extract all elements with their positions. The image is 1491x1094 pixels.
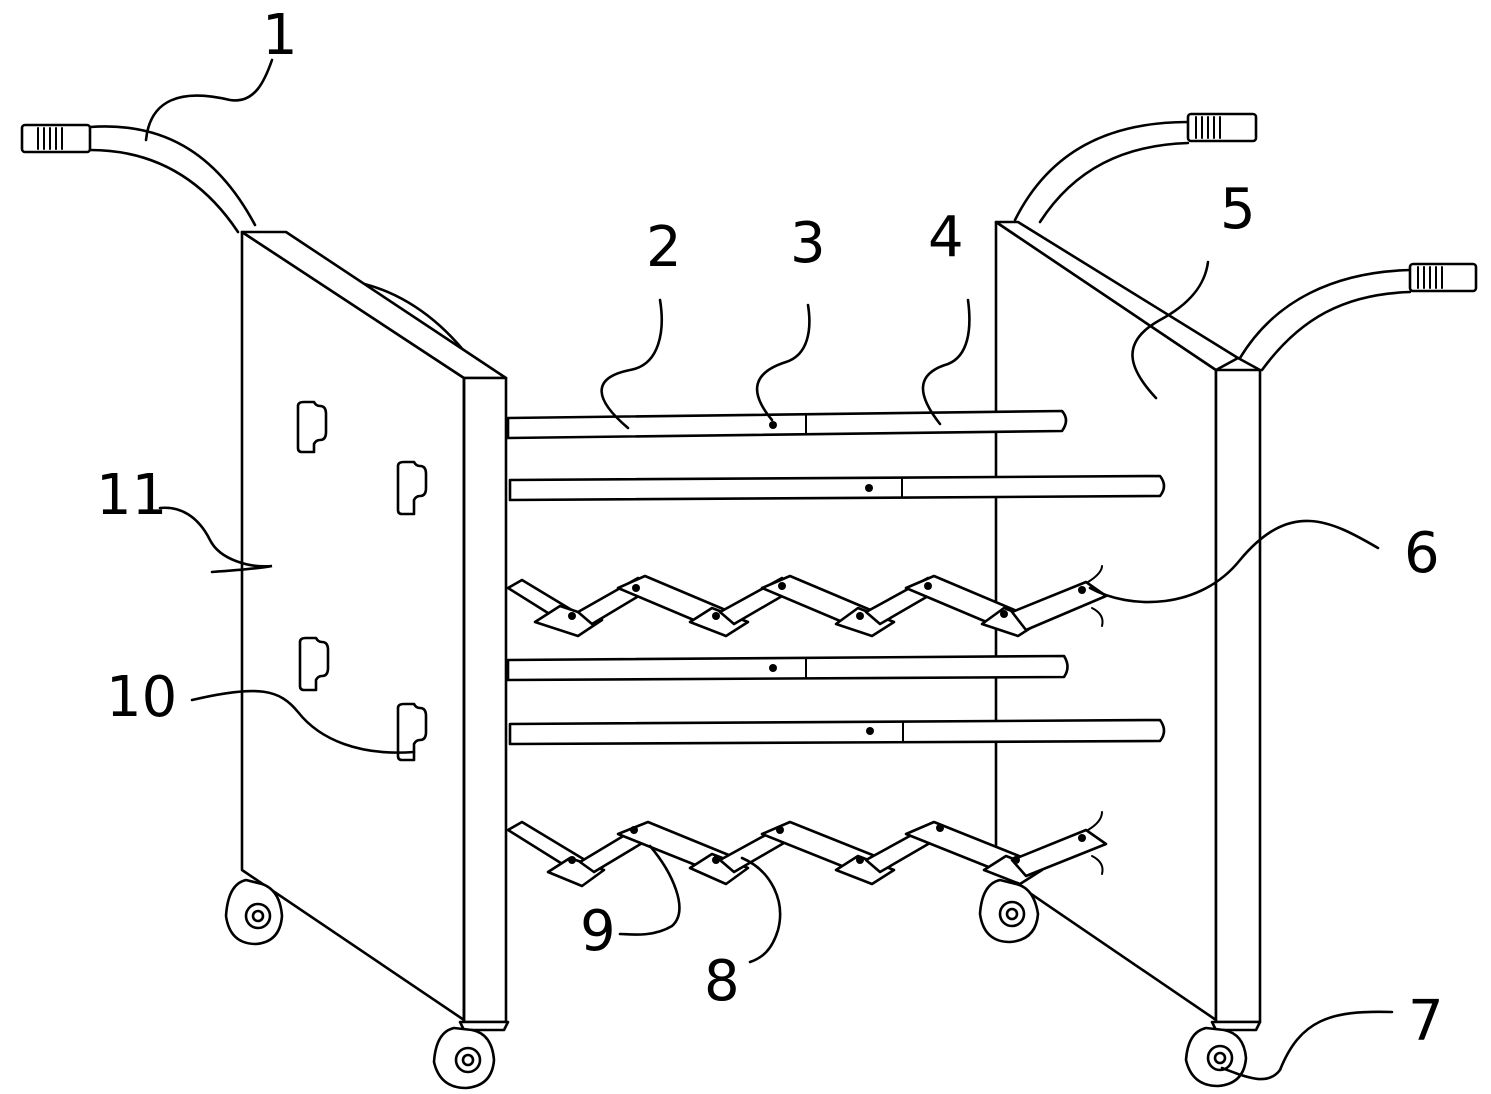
label-3: 3 [790,211,826,276]
left-side-panel [240,230,508,1024]
callout-labels: 1 2 3 4 5 6 7 8 9 10 11 [96,3,1444,1054]
label-2: 2 [646,215,682,280]
label-4: 4 [928,205,964,270]
label-6: 6 [1404,521,1440,586]
rods [506,409,1166,746]
scissor-upper [506,565,1108,638]
rod-3 [506,654,1069,682]
label-8: 8 [704,949,740,1014]
handle-right-rear [1013,112,1258,224]
label-10: 10 [106,665,177,730]
panel-slots [296,400,428,762]
label-9: 9 [580,899,616,964]
caster-right-rear [978,878,1040,944]
label-5: 5 [1220,177,1256,242]
rod-2 [508,474,1166,502]
label-1: 1 [262,3,298,68]
scissor-lower [506,811,1108,888]
leader-lines [144,58,1394,1081]
label-11: 11 [96,463,167,528]
caster-left-rear [224,878,284,946]
handle-left-rear [20,123,257,234]
caster-left-front [432,1020,510,1090]
rod-4 [508,718,1166,746]
rod-1 [506,409,1068,440]
handle-right-front [1238,262,1478,372]
label-7: 7 [1408,989,1444,1054]
